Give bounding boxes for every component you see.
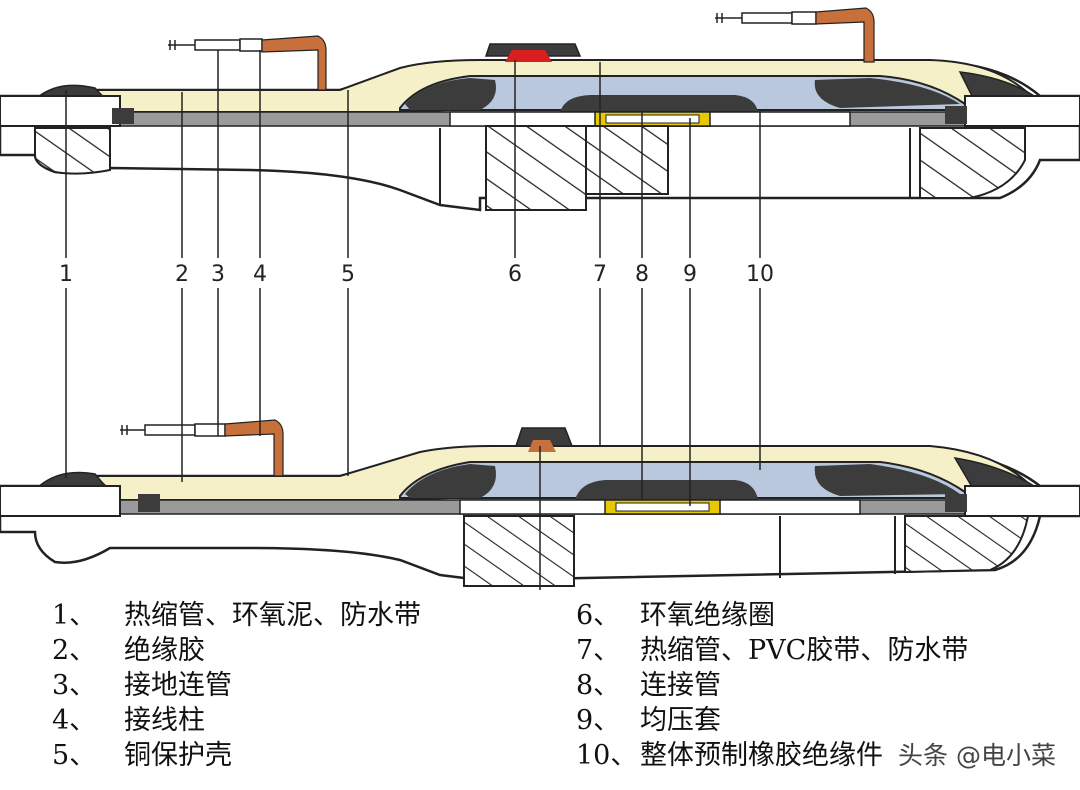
bottom-inner-shield xyxy=(575,480,758,500)
callout-5: 5 xyxy=(341,262,355,287)
legend-item: 4、接线柱 xyxy=(52,705,205,736)
bottom-cable-right xyxy=(964,485,1080,517)
callout-8: 8 xyxy=(635,262,649,287)
legend-text: 绝缘胶 xyxy=(124,635,205,666)
top-joint xyxy=(0,7,1080,212)
legend-left: 1、热缩管、环氧泥、防水带 2、绝缘胶 3、接地连管 4、接线柱 5、铜保护壳 xyxy=(52,598,421,773)
legend-item: 2、绝缘胶 xyxy=(52,635,205,666)
callout-4: 4 xyxy=(253,262,267,287)
legend-text: 环氧绝缘圈 xyxy=(640,600,775,631)
legend-text: 热缩管、环氧泥、防水带 xyxy=(124,600,421,631)
legend-text: 接线柱 xyxy=(124,705,205,736)
callout-3: 3 xyxy=(211,262,225,287)
legend-item: 9、均压套 xyxy=(576,705,721,736)
callout-10: 10 xyxy=(746,262,774,287)
legend-item: 5、铜保护壳 xyxy=(52,740,232,771)
bottom-ground-lead xyxy=(120,419,284,477)
callout-2: 2 xyxy=(175,262,189,287)
legend-item: 1、热缩管、环氧泥、防水带 xyxy=(52,600,421,631)
top-cable-left xyxy=(0,95,121,127)
callout-1: 1 xyxy=(59,262,73,287)
leader-lines xyxy=(65,50,761,590)
top-left-ground-lead xyxy=(168,35,327,91)
top-stress-cone-left xyxy=(405,78,496,110)
legend-text: 热缩管、PVC胶带、防水带 xyxy=(640,635,969,666)
top-center-clamp-b xyxy=(585,125,669,195)
bottom-center-clamp xyxy=(463,515,575,587)
callout-7: 7 xyxy=(593,262,607,287)
bottom-right-clamp xyxy=(904,515,1030,574)
legend-item: 3、接地连管 xyxy=(52,670,232,701)
legend-text: 铜保护壳 xyxy=(124,740,232,771)
top-left-clamp xyxy=(34,127,111,175)
callout-9: 9 xyxy=(683,262,697,287)
legend-text: 连接管 xyxy=(640,670,721,701)
top-right-clamp xyxy=(919,127,1026,199)
legend-text: 均压套 xyxy=(640,705,721,736)
legend-right: 6、环氧绝缘圈 7、热缩管、PVC胶带、防水带 8、连接管 9、均压套 10、整… xyxy=(576,598,968,773)
top-cable-right xyxy=(964,95,1080,127)
top-inner-shield xyxy=(560,95,758,112)
legend-item: 6、环氧绝缘圈 xyxy=(576,600,775,631)
callout-6: 6 xyxy=(508,262,522,287)
legend-item: 7、热缩管、PVC胶带、防水带 xyxy=(576,635,969,666)
top-center-clamp-a xyxy=(485,125,587,211)
cable-joint-drawing: 1 2 3 4 5 6 7 8 9 10 xyxy=(0,7,1080,590)
legend-text: 接地连管 xyxy=(124,670,232,701)
watermark: 头条 @电小菜 xyxy=(894,736,1060,772)
legend-text: 整体预制橡胶绝缘件 xyxy=(640,740,883,771)
bottom-cable-left xyxy=(0,485,121,517)
top-stress-cone-right xyxy=(814,78,960,108)
bottom-epoxy-ring xyxy=(514,427,574,447)
legend-item: 10、整体预制橡胶绝缘件 xyxy=(576,740,883,771)
legend-item: 8、连接管 xyxy=(576,670,721,701)
top-right-ground-lead xyxy=(715,7,875,63)
callout-numbers: 1 2 3 4 5 6 7 8 9 10 xyxy=(59,262,774,287)
